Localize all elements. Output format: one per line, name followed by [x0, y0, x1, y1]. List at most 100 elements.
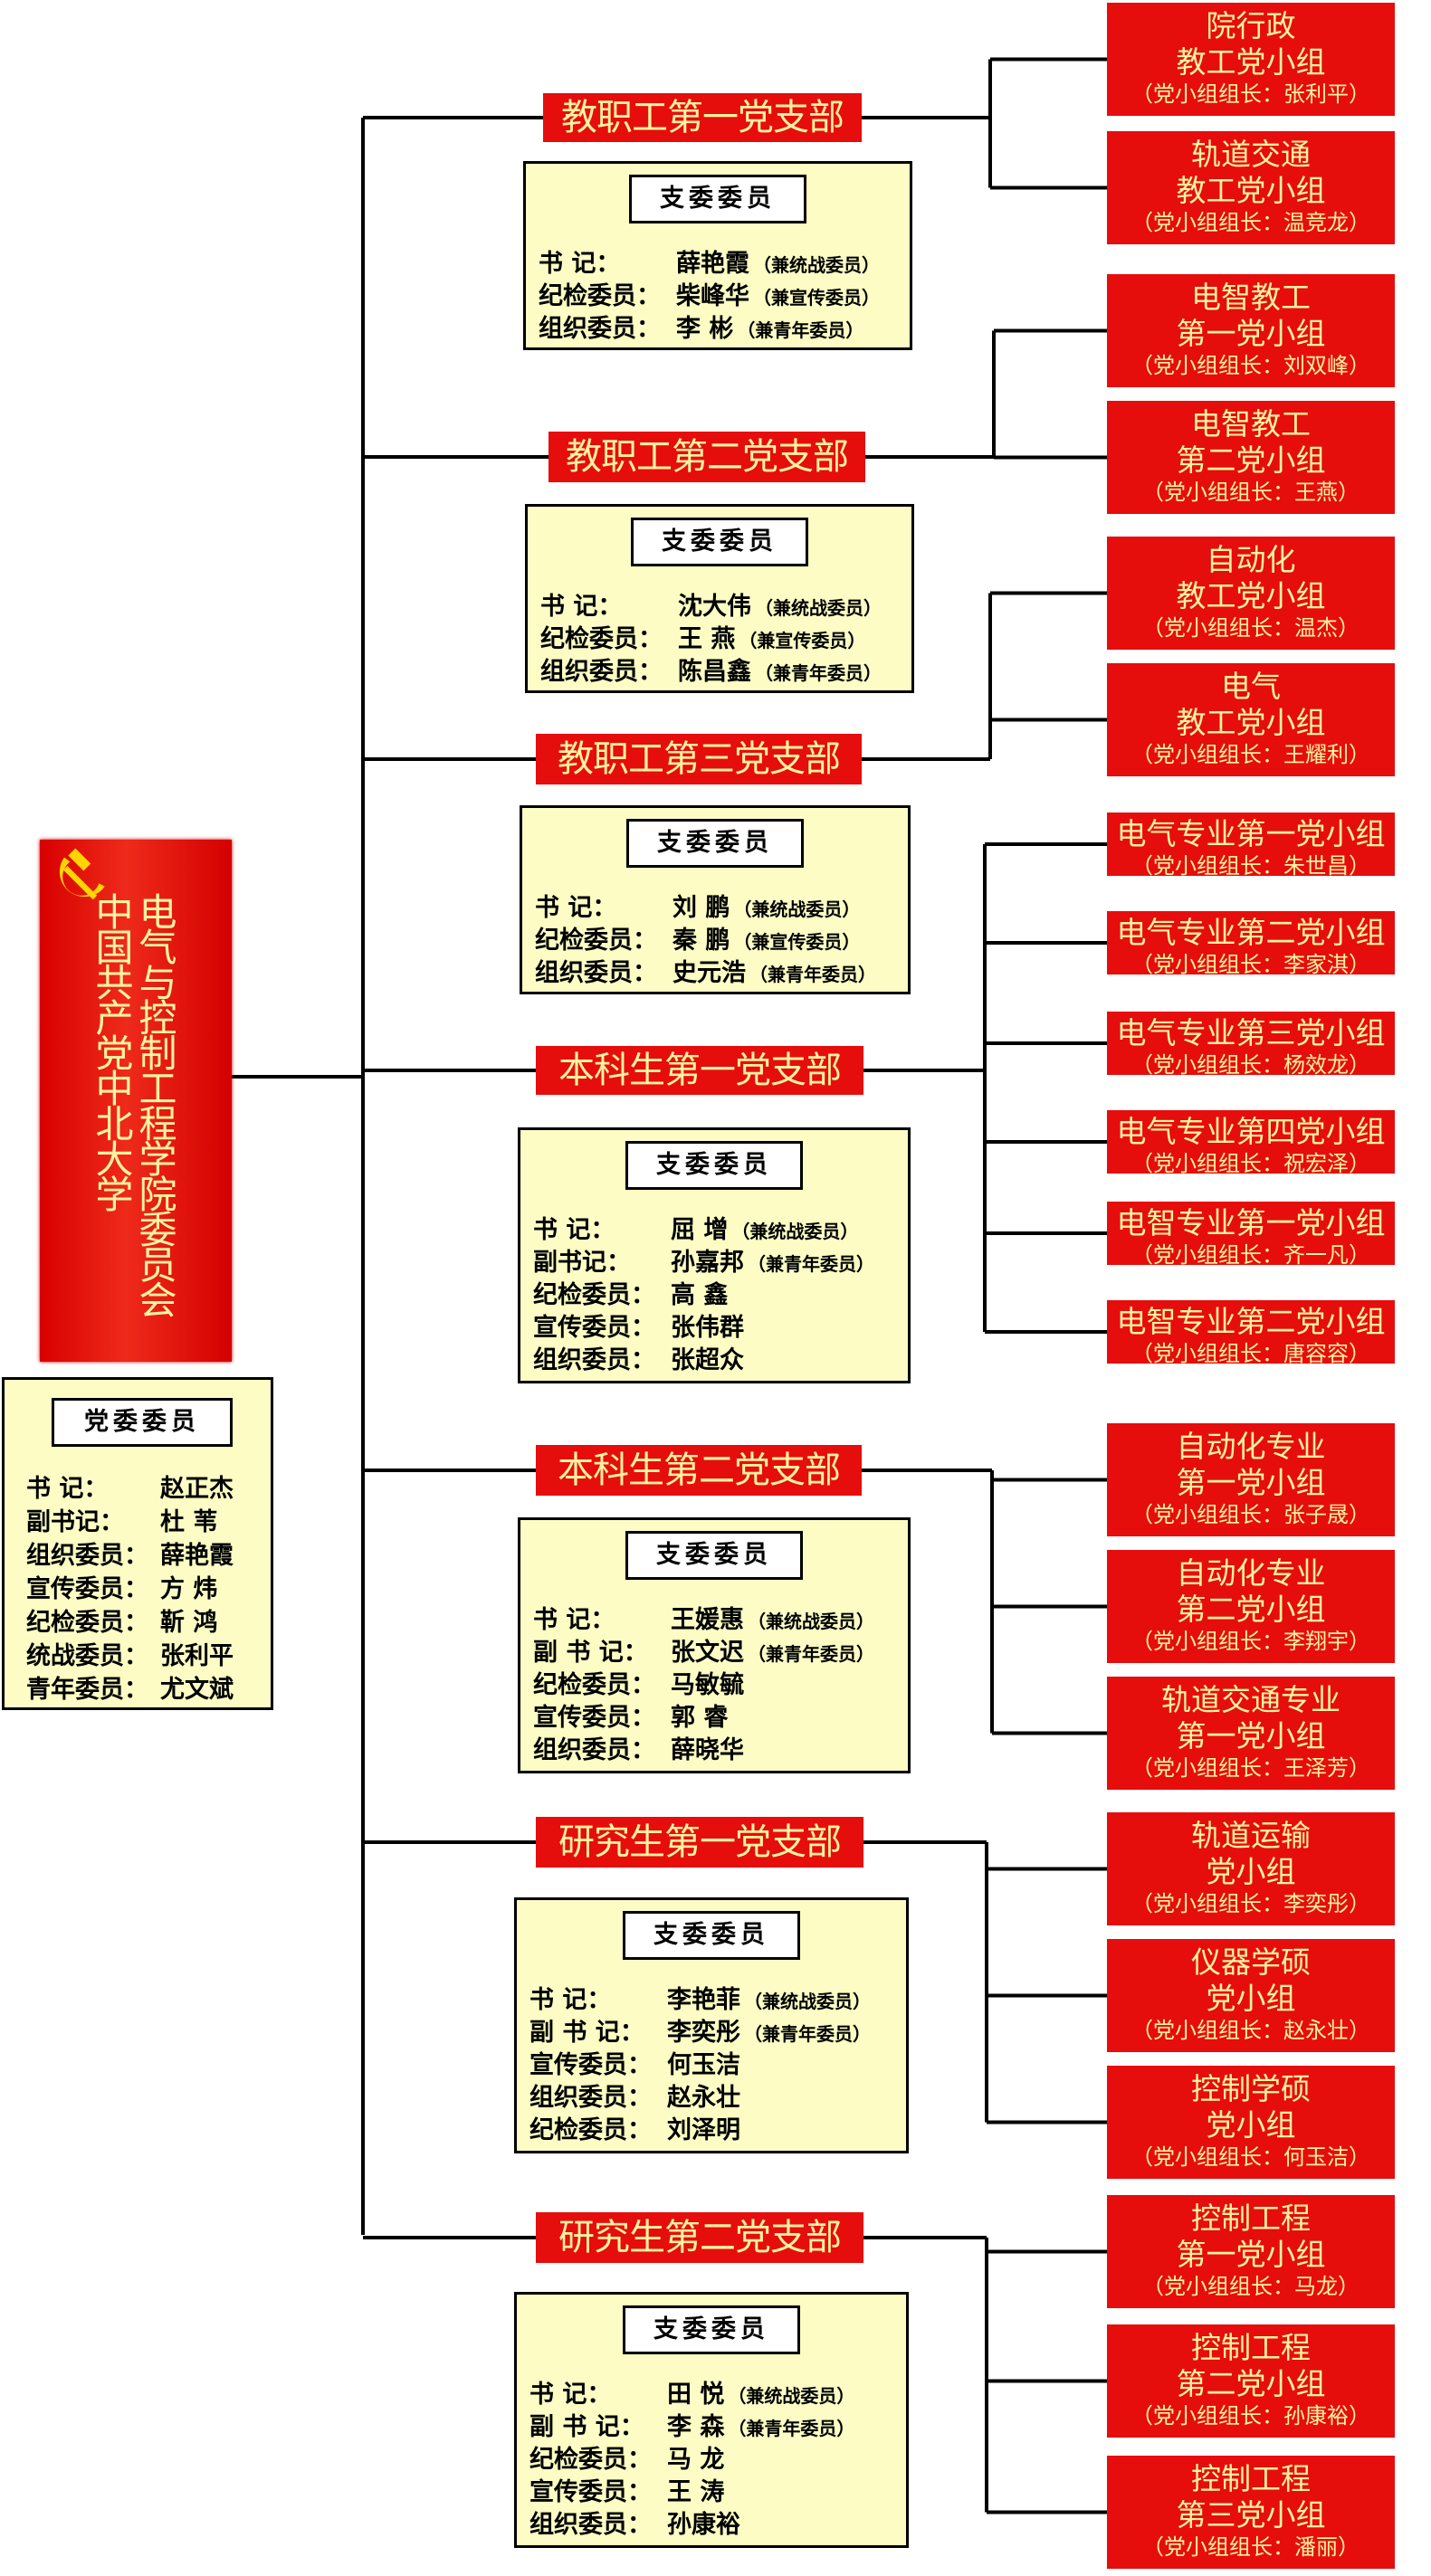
party-group-box: 电智教工第一党小组（党小组组长：刘双峰）: [1107, 274, 1395, 387]
member-note: （兼统战委员）: [728, 2385, 855, 2407]
root-title-line-2: 电气与控制工程学院委员会: [133, 892, 177, 1316]
branch-committee-box: 支委委员书 记：沈大伟（兼统战委员）纪检委员：王 燕（兼宣传委员）组织委员：陈昌…: [525, 504, 914, 693]
branch-label: 教职工第三党支部: [536, 734, 862, 784]
party-group-name: 党小组: [1206, 1854, 1296, 1889]
member-role: 副 书 记：: [529, 2019, 644, 2047]
branch-committee-title: 支委委员: [623, 2305, 800, 2354]
party-group-leader: （党小组组长：刘双峰）: [1131, 353, 1370, 378]
member-note: （兼统战委员）: [733, 898, 861, 920]
party-committee-member: 组织委员：薛艳霞: [26, 1535, 234, 1571]
branch-committee-member: 书 记：屈 增（兼统战委员）: [533, 1210, 858, 1245]
party-group-leader: （党小组组长：朱世昌）: [1131, 853, 1370, 879]
party-group-box: 自动化专业第二党小组（党小组组长：李翔宇）: [1107, 1550, 1395, 1663]
member-role: 组织委员：: [26, 1542, 148, 1570]
party-group-box: 控制工程第三党小组（党小组组长：潘丽）: [1107, 2456, 1395, 2569]
branch-committee-member: 副 书 记：李奕彤（兼青年委员）: [529, 2012, 871, 2048]
branch-committee-title: 支委委员: [625, 1141, 803, 1190]
member-role: 纪检委员：: [533, 1671, 655, 1699]
branch-committee-member: 书 记：田 悦（兼统战委员）: [529, 2374, 854, 2410]
party-group-name: 第一党小组: [1176, 1718, 1326, 1754]
party-group-leader: （党小组组长：温杰）: [1142, 615, 1359, 641]
party-group-name: 第二党小组: [1176, 442, 1326, 478]
branch-committee-title: 支委委员: [623, 1911, 800, 1960]
member-name: 张伟群: [671, 1314, 744, 1342]
branch-committee-member: 宣传委员：郭 睿: [533, 1697, 728, 1733]
member-role: 宣传委员：: [533, 1704, 655, 1732]
member-name: 王 燕: [678, 625, 736, 653]
party-group-name: 自动化专业: [1176, 1429, 1326, 1464]
branch-label: 教职工第一党支部: [543, 93, 862, 142]
member-role: 纪检委员：: [529, 2446, 652, 2474]
root-title-line-1: 中国共产党中北大学: [90, 892, 134, 1210]
member-role: 组织委员：: [529, 2511, 652, 2539]
party-group-leader: （党小组组长：王泽芳）: [1131, 1755, 1370, 1781]
party-group-box: 电气教工党小组（党小组组长：王耀利）: [1107, 663, 1395, 776]
branch-committee-title: 支委委员: [626, 819, 804, 868]
party-group-box: 电智专业第二党小组（党小组组长：唐容容）: [1107, 1300, 1395, 1366]
party-group-box: 控制工程第二党小组（党小组组长：孙康裕）: [1107, 2324, 1395, 2438]
member-note: （兼青年委员）: [744, 2023, 871, 2045]
party-group-box: 电智教工第二党小组（党小组组长：王燕）: [1107, 401, 1395, 514]
member-note: （兼青年委员）: [755, 662, 882, 684]
party-committee-member: 书 记：赵正杰: [26, 1469, 234, 1504]
party-group-leader: （党小组组长：齐一凡）: [1131, 1242, 1370, 1268]
member-role: 宣传委员：: [26, 1575, 148, 1603]
member-role: 宣传委员：: [533, 1314, 655, 1342]
member-role: 纪检委员：: [529, 2116, 652, 2144]
member-role: 副书记：: [26, 1508, 124, 1536]
branch-committee-member: 宣传委员： 张伟群: [533, 1307, 744, 1343]
branch-committee-title: 支委委员: [625, 1531, 803, 1580]
member-name: 刘 鹏: [673, 894, 730, 922]
member-note: （兼宣传委员）: [753, 287, 880, 309]
branch-committee-member: 组织委员：赵永壮: [529, 2077, 740, 2113]
party-group-leader: （党小组组长：张子晟）: [1131, 1502, 1370, 1527]
branch-committee-member: 纪检委员：马敏毓: [533, 1665, 744, 1700]
party-group-name: 第一党小组: [1176, 2237, 1326, 2272]
member-role: 组织委员：: [535, 959, 657, 987]
branch-committee-member: 宣传委员：何玉洁: [529, 2045, 740, 2080]
member-name: 马 龙: [667, 2446, 725, 2474]
party-group-leader: （党小组组长：张利平）: [1131, 81, 1370, 107]
member-role: 组织委员：: [529, 2084, 652, 2112]
party-group-name: 电智专业第一党小组: [1116, 1205, 1386, 1240]
root-committee-banner: 中国共产党中北大学 电气与控制工程学院委员会: [40, 840, 232, 1362]
member-role: 副 书 记：: [533, 1639, 648, 1667]
party-group-name: 控制工程: [1191, 2330, 1311, 2365]
member-role: 书 记：: [26, 1475, 109, 1503]
party-group-name: 电气: [1221, 669, 1281, 704]
party-group-name: 教工党小组: [1176, 173, 1326, 208]
member-role: 书 记：: [533, 1216, 615, 1244]
party-group-name: 电气专业第二党小组: [1116, 915, 1386, 950]
member-role: 组织委员：: [539, 315, 661, 343]
member-name: 方 炜: [160, 1575, 218, 1603]
party-group-name: 党小组: [1206, 1981, 1296, 2016]
party-group-box: 轨道运输党小组（党小组组长：李奕彤）: [1107, 1812, 1395, 1925]
member-note: （兼统战委员）: [753, 254, 880, 276]
party-group-box: 自动化专业第一党小组（党小组组长：张子晟）: [1107, 1423, 1395, 1536]
member-name: 陈昌鑫: [678, 658, 751, 686]
party-committee-box: 党委委员 书 记：赵正杰副书记：杜 苇组织委员：薛艳霞宣传委员：方 炜纪检委员：…: [2, 1377, 273, 1710]
member-note: （兼统战委员）: [744, 1991, 871, 2012]
member-role: 纪检委员：: [26, 1609, 148, 1637]
party-group-leader: （党小组组长：杨效龙）: [1131, 1052, 1370, 1078]
member-name: 史元浩: [673, 959, 746, 987]
member-name: 屈 增: [671, 1216, 729, 1244]
member-role: 宣传委员：: [529, 2478, 652, 2506]
branch-committee-member: 纪检委员：秦 鹏（兼宣传委员）: [535, 920, 860, 955]
member-role: 纪检委员：: [539, 282, 661, 310]
member-role: 书 记：: [535, 894, 617, 922]
party-group-leader: （党小组组长：赵永壮）: [1131, 2018, 1370, 2043]
party-group-box: 电气专业第四党小组（党小组组长：祝宏泽）: [1107, 1110, 1395, 1176]
member-note: （兼青年委员）: [737, 319, 864, 341]
party-group-name: 第一党小组: [1176, 1465, 1326, 1500]
member-note: （兼青年委员）: [748, 1253, 874, 1275]
party-group-name: 电气专业第一党小组: [1116, 816, 1386, 851]
party-group-name: 电智专业第二党小组: [1116, 1304, 1386, 1339]
branch-committee-box: 支委委员书 记：薛艳霞（兼统战委员）纪检委员：柴峰华（兼宣传委员）组织委员：李 …: [523, 161, 912, 350]
party-group-name: 第三党小组: [1176, 2497, 1326, 2533]
party-committee-member: 宣传委员： 方 炜: [26, 1569, 217, 1604]
party-group-name: 教工党小组: [1176, 705, 1326, 740]
branch-committee-member: 纪检委员：王 燕（兼宣传委员）: [540, 619, 865, 654]
party-group-leader: （党小组组长：马龙）: [1142, 2274, 1359, 2299]
branch-label: 研究生第一党支部: [536, 1817, 863, 1868]
